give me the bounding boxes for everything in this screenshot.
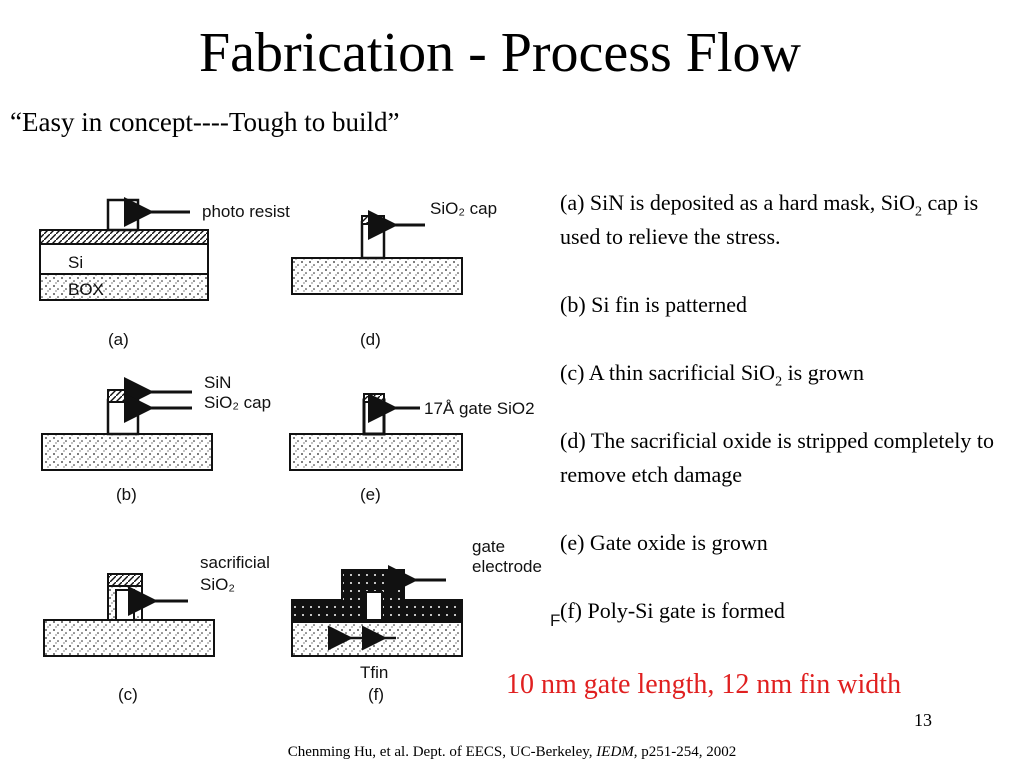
si-layer [39,241,209,275]
slide-subtitle: “Easy in concept----Tough to build” [10,107,400,137]
label-sin: SiN [204,373,231,392]
cap [363,393,385,403]
panel-d: SiO₂ cap (d) [291,199,497,349]
si-fin [360,220,386,260]
label-gate-sio2: 17Å gate SiO2 [424,399,535,418]
sin-cap [107,389,139,403]
key-result-highlight: 10 nm gate length, 12 nm fin width [506,669,902,700]
caption-b: (b) [116,485,137,504]
panel-c: sacrificial SiO₂ (c) [43,553,270,704]
panel-f: gate electrode Tfin (f) F [291,537,560,704]
label-f-marker: F [550,611,560,630]
caption-f: (f) [368,685,384,704]
process-flow-figure: photo resist Si BOX (a) SiO₂ cap (d) SiN… [39,197,560,704]
photo-resist-block [106,198,140,232]
citation-authors: Chenming Hu, et al. Dept. of EECS, UC-Be… [287,744,597,760]
step-c: (c) A thin sacrificial SiO2 is grown [560,360,864,390]
label-electrode: electrode [472,557,542,576]
caption-e: (e) [360,485,381,504]
label-photo-resist: photo resist [202,202,290,221]
label-tfin: Tfin [360,663,388,682]
panel-e: 17Å gate SiO2 (e) [289,393,535,504]
caption-d: (d) [360,330,381,349]
label-gate: gate [472,537,505,556]
si-fin-oxide [362,398,386,436]
step-f: (f) Poly-Si gate is formed [560,598,785,623]
si-fin [365,591,383,621]
label-sio2-cap-b: SiO₂ cap [204,393,271,412]
sin-layer [39,229,209,245]
label-sacrificial: sacrificial [200,553,270,572]
citation-pages: , p251-254, 2002 [633,744,737,760]
label-sio2-cap-d: SiO₂ cap [430,199,497,218]
label-box: BOX [68,280,104,299]
cap [107,573,143,587]
process-steps: (a) SiN is deposited as a hard mask, SiO… [560,186,1000,662]
si-fin [115,589,135,621]
step-a: (a) SiN is deposited as a hard mask, SiO… [560,190,979,249]
panel-a: photo resist Si BOX (a) [39,197,290,349]
citation-journal: IEDM [596,744,634,760]
label-si: Si [68,253,83,272]
si-fin [106,398,140,436]
step-e: (e) Gate oxide is grown [560,530,768,555]
substrate [41,433,213,471]
substrate [291,257,463,295]
label-sio2-c: SiO₂ [200,575,235,594]
substrate [43,619,215,657]
slide-title: Fabrication - Process Flow [199,22,801,84]
step-d: (d) The sacrificial oxide is stripped co… [560,428,994,487]
cap [361,215,385,225]
citation: Chenming Hu, et al. Dept. of EECS, UC-Be… [0,744,1024,761]
panel-b: SiN SiO₂ cap (b) [41,373,271,504]
step-b: (b) Si fin is patterned [560,292,747,317]
caption-a: (a) [108,330,129,349]
caption-c: (c) [118,685,138,704]
page-number: 13 [914,710,932,730]
substrate [289,433,463,471]
substrate [291,619,463,657]
